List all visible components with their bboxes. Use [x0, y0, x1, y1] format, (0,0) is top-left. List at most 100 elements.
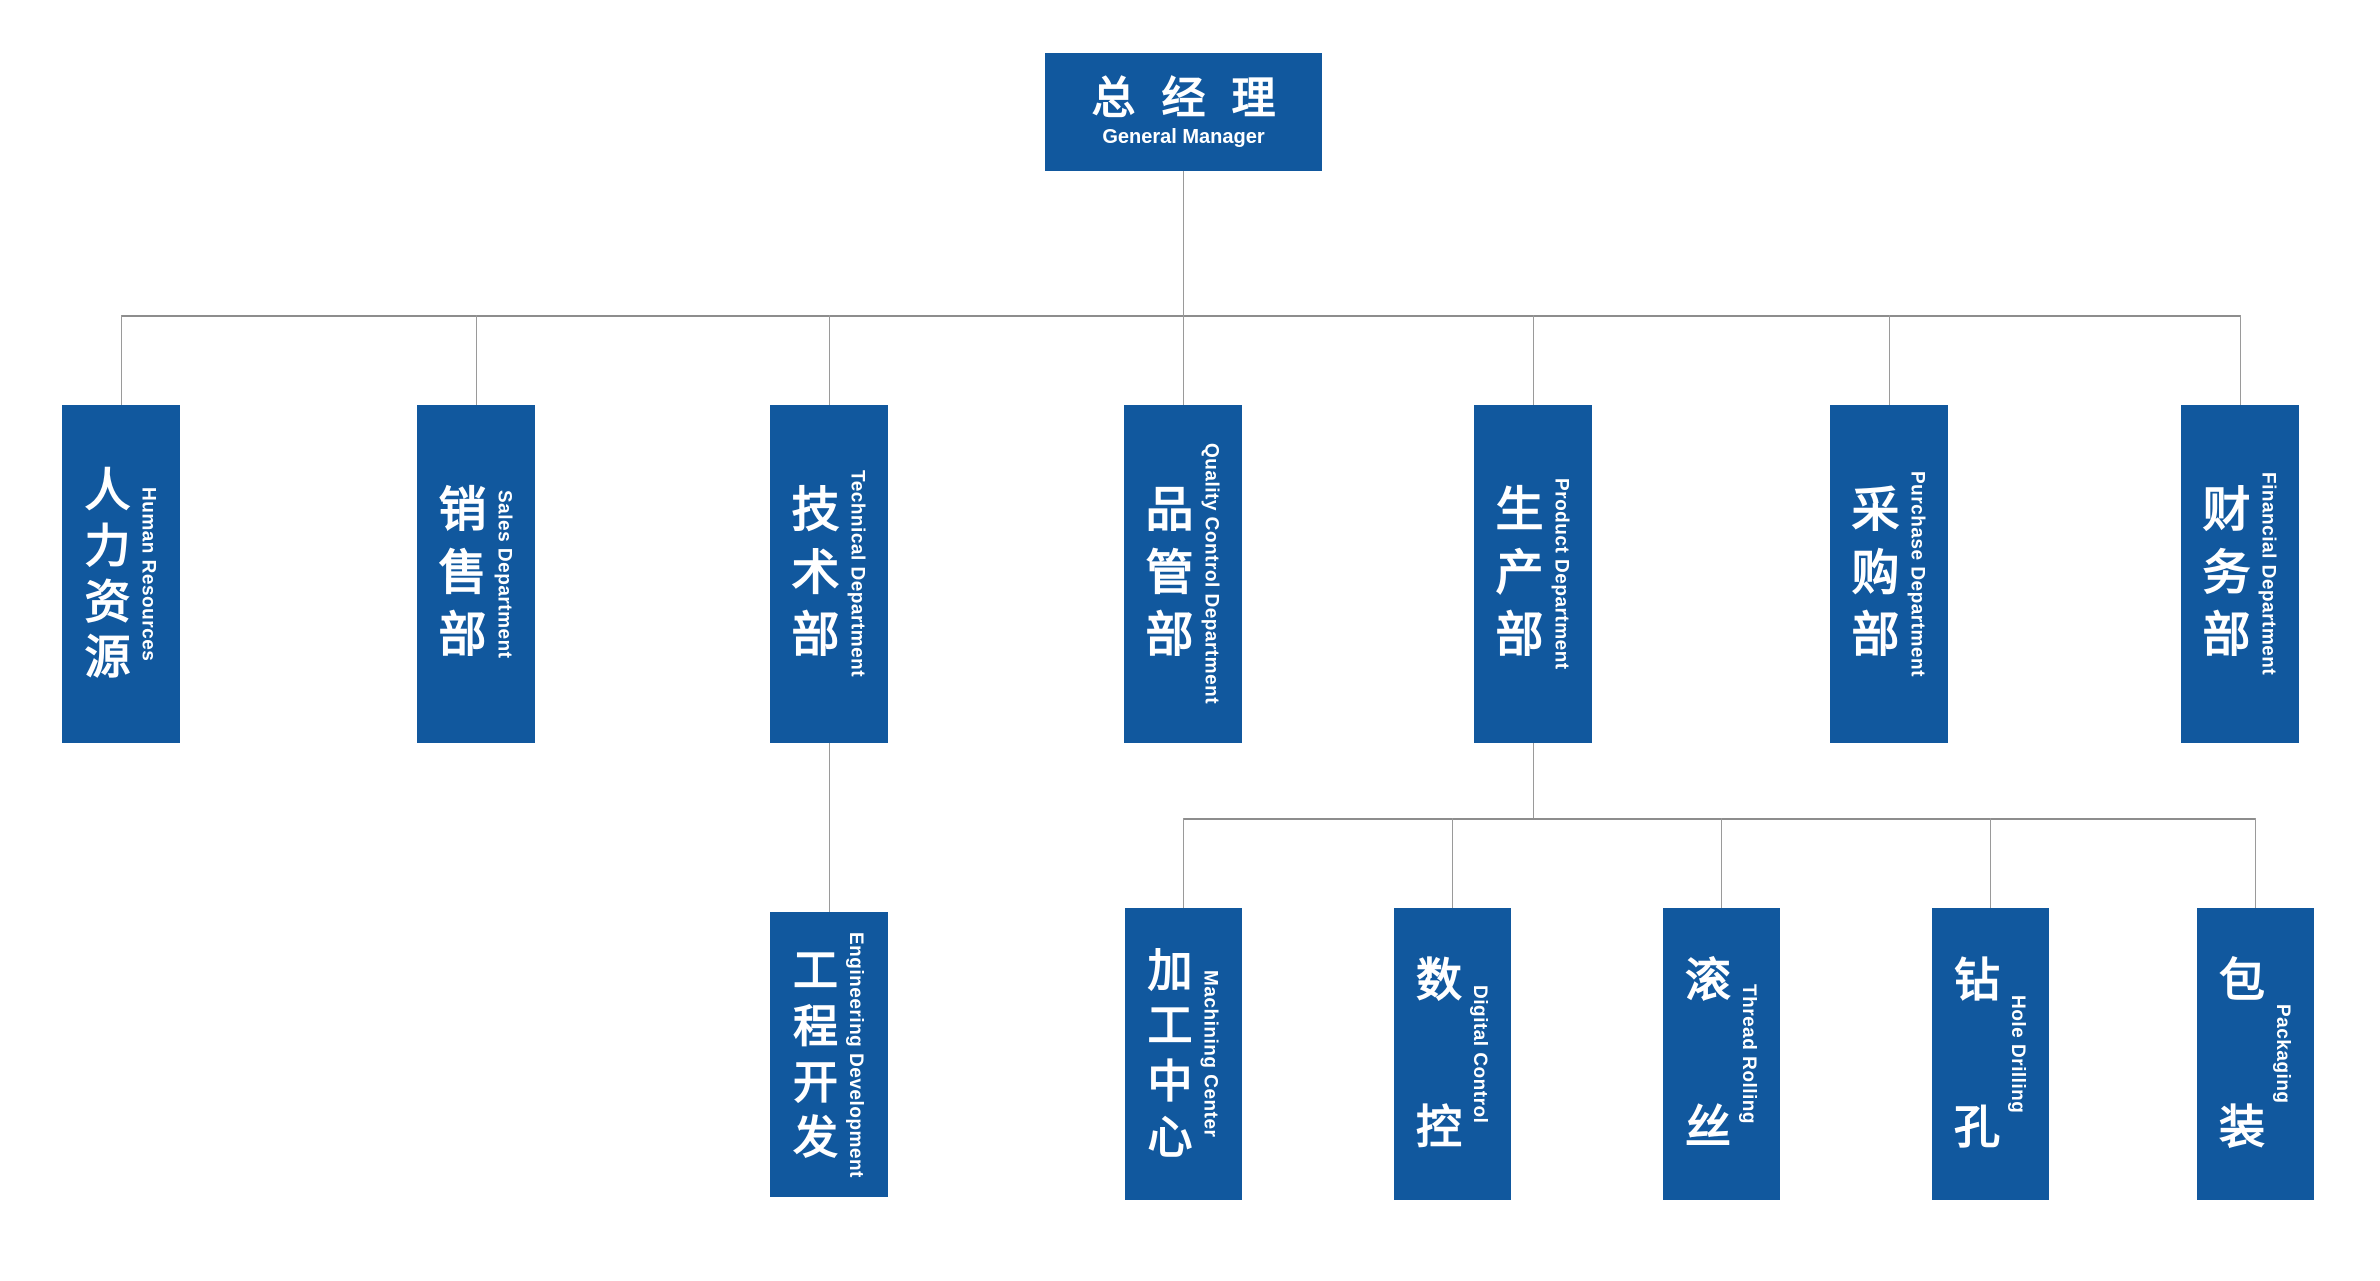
- zh-char: 务: [2202, 546, 2251, 600]
- zh-char: 包: [2219, 954, 2265, 1006]
- zh-char: 数: [1416, 954, 1462, 1006]
- zh-char: 生: [1495, 483, 1544, 537]
- zh-char: 开: [792, 1056, 838, 1108]
- zh-char: 品: [1145, 483, 1194, 537]
- connector-technical-stem: [829, 743, 830, 912]
- zh-char: 产: [1495, 546, 1544, 600]
- zh-char: 技: [791, 483, 840, 537]
- zh-char: 资: [84, 575, 131, 628]
- zh-char: 工: [1147, 1000, 1193, 1052]
- zh-char: 购: [1851, 546, 1900, 600]
- connector-root-stem: [1183, 171, 1184, 315]
- org-node-quality-control-department: 品 管 部 Quality Control Department: [1124, 405, 1242, 743]
- node-en-label: Purchase Department: [1906, 471, 1928, 677]
- node-zh-label: 技 术 部: [791, 483, 840, 663]
- zh-char: 工: [792, 945, 838, 997]
- node-zh-label: 财 务 部: [2202, 483, 2251, 663]
- org-node-human-resources: 人 力 资 源 Human Resources: [62, 405, 180, 743]
- zh-char: 发: [792, 1112, 838, 1164]
- node-zh-label: 人 力 资 源: [85, 466, 131, 682]
- org-node-hole-drilling: 钻 孔 Hole Drilling: [1932, 908, 2049, 1200]
- connector-drop-product: [1533, 315, 1534, 405]
- node-zh-label: 采 购 部: [1851, 483, 1900, 663]
- zh-char: 人: [84, 464, 131, 516]
- node-en-label: Packaging: [2272, 1004, 2293, 1104]
- zh-char: 滚: [1685, 954, 1731, 1006]
- zh-char: 采: [1851, 483, 1900, 537]
- node-en-label: Engineering Development: [845, 931, 866, 1178]
- org-node-thread-rolling: 滚 丝 Thread Rolling: [1663, 908, 1780, 1200]
- zh-char: 丝: [1685, 1101, 1731, 1154]
- node-en-label: Human Resources: [137, 486, 159, 662]
- node-zh-label: 总 经 理: [1092, 77, 1276, 121]
- node-zh-label: 加 工 中 心: [1147, 944, 1193, 1163]
- node-zh-label: 品 管 部: [1145, 483, 1194, 663]
- node-en-label: Product Department: [1550, 478, 1572, 670]
- org-node-sales-department: 销 售 部 Sales Department: [417, 405, 535, 743]
- org-node-engineering-development: 工 程 开 发 Engineering Development: [770, 912, 888, 1197]
- zh-char: 部: [1851, 609, 1900, 663]
- connector-drop-quality-control: [1183, 315, 1184, 405]
- connector-production-stem: [1533, 743, 1534, 818]
- connector-drop-machining-center: [1183, 818, 1184, 908]
- zh-char: 控: [1416, 1101, 1462, 1154]
- node-en-label: Machining Center: [1199, 970, 1221, 1138]
- zh-char: 售: [438, 546, 487, 600]
- zh-char: 力: [84, 519, 131, 572]
- node-en-label: Digital Control: [1469, 984, 1490, 1124]
- connector-drop-financial: [2240, 315, 2241, 405]
- connector-level2-bus: [121, 315, 2241, 317]
- zh-char: 装: [2219, 1101, 2265, 1154]
- node-en-label: Thread Rolling: [1738, 984, 1759, 1124]
- zh-char: 部: [2202, 609, 2251, 663]
- node-zh-label: 工 程 开 发: [793, 947, 838, 1162]
- node-zh-label: 生 产 部: [1495, 483, 1544, 663]
- connector-drop-sales: [476, 315, 477, 405]
- zh-char: 销: [438, 483, 487, 537]
- org-node-packaging: 包 装 Packaging: [2197, 908, 2314, 1200]
- zh-char: 部: [791, 609, 840, 663]
- connector-drop-hole-drilling: [1990, 818, 1991, 908]
- node-en-label: General Manager: [1102, 126, 1265, 148]
- connector-production-bus: [1183, 818, 2255, 820]
- org-node-financial-department: 财 务 部 Financial Department: [2181, 405, 2299, 743]
- connector-drop-purchase: [1889, 315, 1890, 405]
- zh-char: 部: [1495, 609, 1544, 663]
- zh-char: 部: [1145, 609, 1194, 663]
- org-node-general-manager: 总 经 理 General Manager: [1045, 53, 1322, 171]
- zh-char: 程: [792, 1000, 838, 1052]
- node-en-label: Hole Drilling: [2007, 994, 2028, 1114]
- zh-char: 理: [1231, 74, 1276, 123]
- connector-drop-human-resources: [121, 315, 122, 405]
- node-zh-label: 包 装: [2219, 908, 2265, 1200]
- zh-char: 财: [2202, 483, 2251, 537]
- zh-char: 中: [1147, 1056, 1193, 1107]
- connector-drop-digital-control: [1452, 818, 1453, 908]
- org-node-technical-department: 技 术 部 Technical Department: [770, 405, 888, 743]
- org-node-purchase-department: 采 购 部 Purchase Department: [1830, 405, 1948, 743]
- node-en-label: Sales Department: [493, 489, 515, 659]
- zh-char: 部: [438, 609, 487, 663]
- connector-drop-thread-rolling: [1721, 818, 1722, 908]
- zh-char: 心: [1147, 1111, 1193, 1163]
- node-zh-label: 钻 孔: [1954, 908, 2000, 1200]
- zh-char: 源: [84, 631, 131, 684]
- node-zh-label: 滚 丝: [1685, 908, 1731, 1200]
- zh-char: 经: [1161, 74, 1206, 123]
- zh-char: 术: [791, 546, 840, 600]
- node-en-label: Quality Control Department: [1200, 443, 1222, 705]
- zh-char: 总: [1091, 74, 1136, 123]
- org-node-product-department: 生 产 部 Product Department: [1474, 405, 1592, 743]
- zh-char: 加: [1147, 944, 1193, 996]
- node-zh-label: 数 控: [1416, 908, 1462, 1200]
- connector-drop-packaging: [2255, 818, 2256, 908]
- node-en-label: Financial Department: [2257, 472, 2279, 676]
- zh-char: 管: [1145, 546, 1194, 600]
- node-en-label: Technical Department: [846, 470, 868, 678]
- zh-char: 钻: [1954, 954, 2000, 1006]
- zh-char: 孔: [1954, 1101, 2000, 1154]
- org-node-digital-control: 数 控 Digital Control: [1394, 908, 1511, 1200]
- node-zh-label: 销 售 部: [438, 483, 487, 663]
- org-node-machining-center: 加 工 中 心 Machining Center: [1125, 908, 1242, 1200]
